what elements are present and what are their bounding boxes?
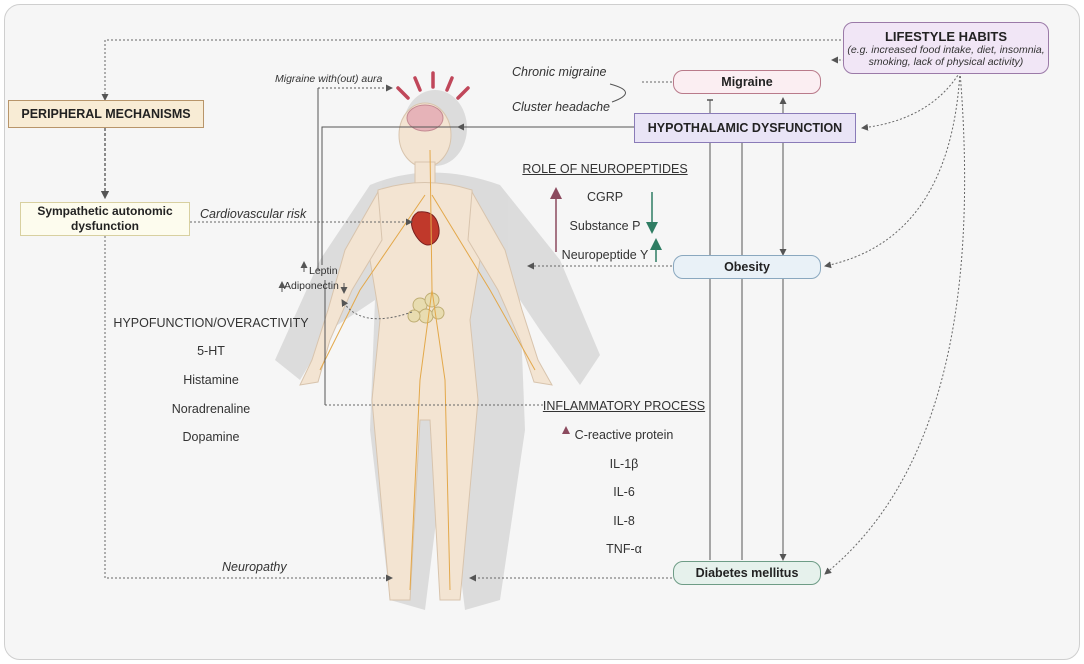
diabetes-label: Diabetes mellitus (695, 566, 799, 580)
migraine-label: Migraine (721, 75, 773, 89)
peripheral-mechanisms-box: PERIPHERAL MECHANISMS (8, 100, 204, 128)
neurotransmitter-item-5ht: 5-HT (197, 344, 225, 358)
obesity-box: Obesity (673, 255, 821, 279)
sympathetic-dysfunction-box: Sympathetic autonomic dysfunction (20, 202, 190, 236)
lifestyle-subtitle-line1: (e.g. increased food intake, diet, insom… (847, 43, 1045, 56)
neurotransmitters-title: HYPOFUNCTION/OVERACTIVITY (113, 316, 309, 330)
nerve-lines (319, 149, 536, 591)
heart-organ (411, 211, 440, 246)
hypothalamic-label: HYPOTHALAMIC DYSFUNCTION (647, 121, 843, 135)
inflammatory-item-il1b: IL-1β (609, 457, 639, 471)
lifestyle-title: LIFESTYLE HABITS (884, 28, 1008, 44)
cluster-headache-label: Cluster headache (512, 100, 610, 114)
peripheral-label: PERIPHERAL MECHANISMS (21, 107, 191, 121)
inflammatory-item-il8: IL-8 (613, 514, 635, 528)
inflammatory-title: INFLAMMATORY PROCESS (542, 399, 706, 413)
adiponectin-label: Adiponectin (284, 280, 339, 292)
neuropeptides-title: ROLE OF NEUROPEPTIDES (522, 162, 688, 176)
migraine-box: Migraine (673, 70, 821, 94)
inflammatory-item-tnfa: TNF-α (606, 542, 642, 556)
chronic-migraine-label: Chronic migraine (512, 65, 607, 79)
neurotransmitter-item-noradrenaline: Noradrenaline (171, 402, 251, 416)
neuropeptide-item-cgrp: CGRP (586, 190, 624, 204)
leptin-label: Leptin (309, 265, 338, 277)
obesity-label: Obesity (724, 260, 770, 274)
body-figure (299, 102, 553, 601)
lifestyle-habits-box: LIFESTYLE HABITS (e.g. increased food in… (843, 22, 1049, 74)
neuropathy-label: Neuropathy (222, 560, 287, 574)
diabetes-mellitus-box: Diabetes mellitus (673, 561, 821, 585)
migraine-aura-label: Migraine with(out) aura (275, 73, 383, 85)
inflammatory-item-il6: IL-6 (613, 485, 635, 499)
neurotransmitter-item-dopamine: Dopamine (182, 430, 240, 444)
hypothalamic-dysfunction-box: HYPOTHALAMIC DYSFUNCTION (634, 113, 856, 143)
inflammatory-item-crp: C-reactive protein (574, 428, 674, 442)
sympathetic-label-line1: Sympathetic autonomic (37, 204, 173, 218)
sympathetic-label-line2: dysfunction (71, 219, 139, 233)
headache-rays (396, 71, 470, 100)
lifestyle-subtitle-line2: smoking, lack of physical activity) (868, 55, 1024, 68)
brain-organ (406, 104, 444, 132)
neuropeptide-item-substance-p: Substance P (569, 219, 641, 233)
cardiovascular-risk-label: Cardiovascular risk (200, 207, 307, 221)
neuropeptide-item-npy: Neuropeptide Y (561, 248, 649, 262)
neurotransmitter-item-histamine: Histamine (183, 373, 239, 387)
